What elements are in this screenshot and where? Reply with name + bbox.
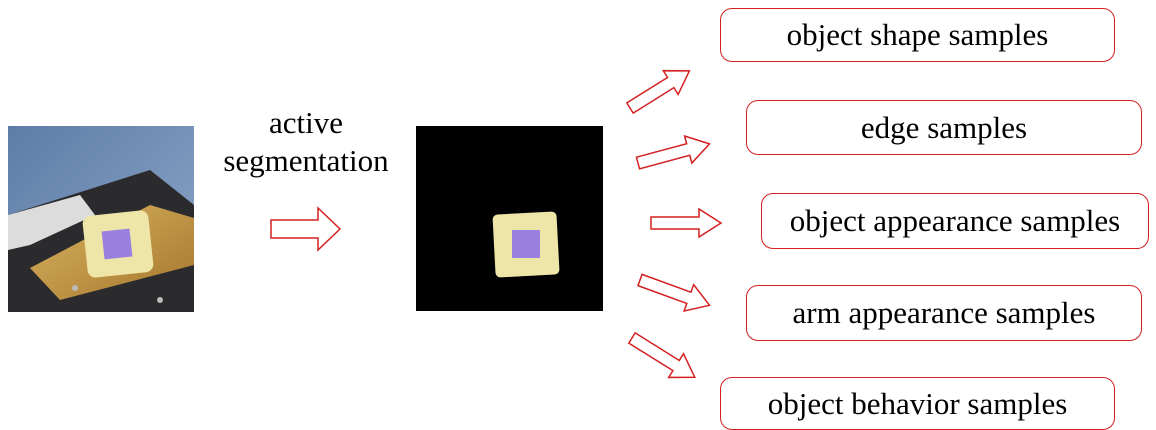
output-label: object behavior samples (767, 385, 1068, 421)
segmented-image (416, 126, 603, 311)
process-arrow (270, 206, 342, 252)
output-label: object shape samples (786, 17, 1049, 52)
arrow-to-edge (635, 134, 711, 170)
arrow-to-shape (625, 69, 691, 115)
output-box-behavior: object behavior samples (720, 377, 1115, 430)
output-label: object appearance samples (789, 203, 1121, 238)
output-label: arm appearance samples (792, 295, 1096, 330)
input-camera-image (8, 126, 194, 312)
output-label: edge samples (860, 109, 1028, 145)
process-label-line1: active (268, 105, 343, 140)
output-box-edge: edge samples (746, 100, 1142, 155)
process-label-line2: segmentation (223, 143, 389, 178)
output-box-arm-appearance: arm appearance samples (746, 285, 1142, 341)
arrow-to-object-appearance (650, 207, 723, 239)
process-label: active segmentation (208, 104, 404, 180)
output-box-object-appearance: object appearance samples (761, 193, 1149, 249)
arrow-to-arm-appearance (636, 273, 711, 312)
output-box-shape: object shape samples (720, 8, 1115, 62)
arrow-to-behavior (627, 331, 696, 379)
